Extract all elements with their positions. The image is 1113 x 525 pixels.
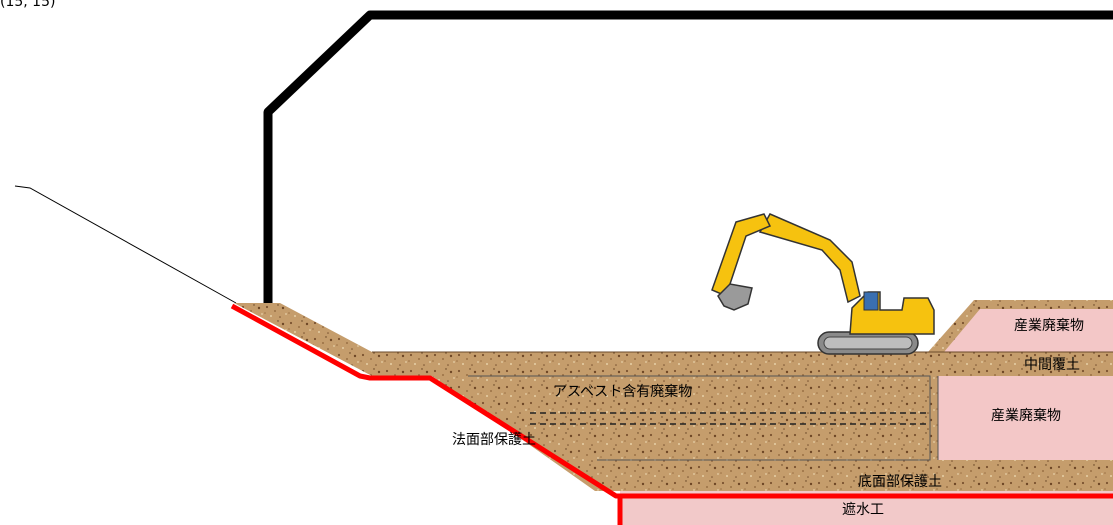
shelter-outline: [263, 10, 1113, 305]
industrial-waste-lower-layer: [938, 375, 1113, 460]
protection-soil: [234, 303, 1113, 491]
label-industrial-waste-upper: 産業廃棄物: [1014, 317, 1084, 334]
corner-coordinate-text: (15, 15): [0, 0, 56, 10]
intermediate-cover-soil: [928, 300, 1113, 352]
industrial-waste-upper-layer: [940, 308, 1113, 352]
separator-soil-wall: [928, 374, 938, 462]
label-industrial-waste-lower: 産業廃棄物: [991, 407, 1061, 424]
label-asbestos-waste: アスベスト含有廃棄物: [553, 383, 692, 400]
excavator-icon: [711, 213, 935, 355]
asbestos-divider-soil: [530, 413, 928, 424]
label-slope-protection-soil: 法面部保護土: [452, 432, 536, 448]
original-ground-line: [14, 185, 237, 304]
label-intermediate-cover: 中間覆土: [1024, 357, 1080, 373]
label-impermeable-layer: 遮水工: [842, 502, 884, 518]
slope-inner-soil-band: [432, 352, 620, 491]
label-bottom-protection-soil: 底面部保護土: [858, 474, 942, 490]
